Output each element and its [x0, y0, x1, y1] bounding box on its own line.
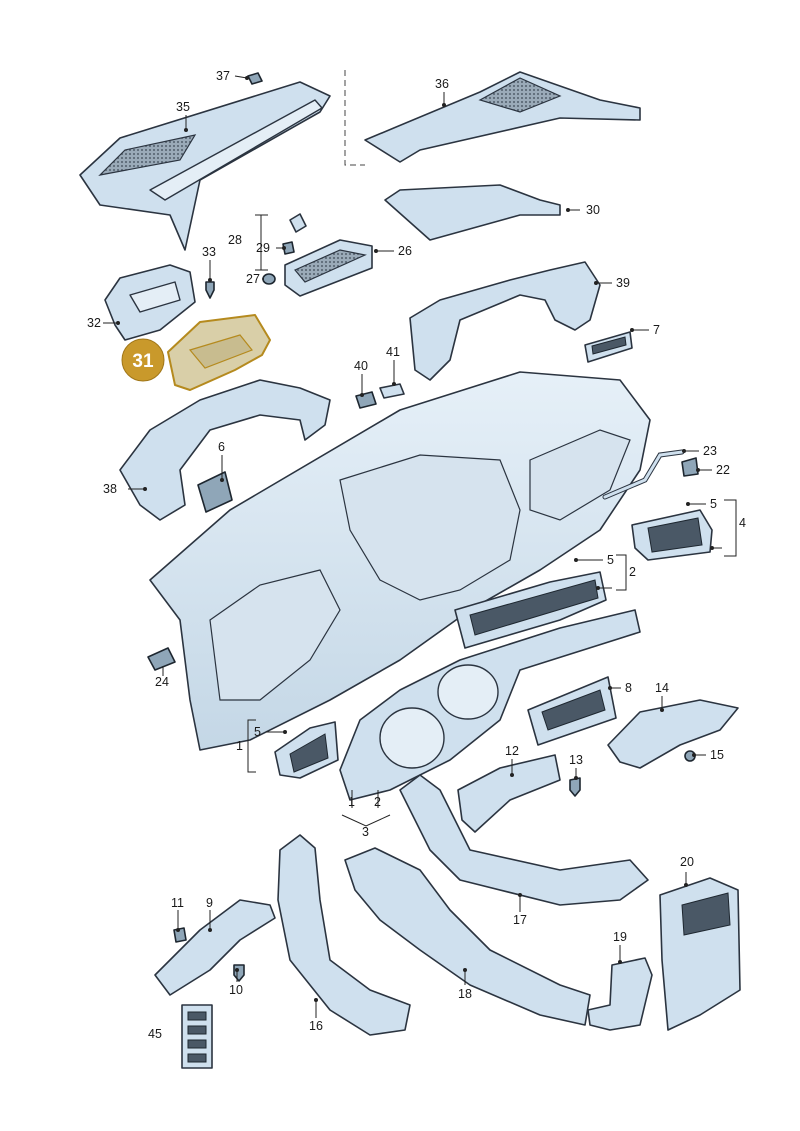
label-16: 16: [309, 1019, 323, 1033]
part-13-screw[interactable]: [569, 777, 581, 797]
part-33-screw[interactable]: [205, 281, 215, 299]
part-1-vent-left[interactable]: [274, 721, 339, 779]
part-19-rear-duct[interactable]: [587, 957, 653, 1031]
assembly-connector-line: [344, 70, 365, 166]
label-5-left: 5: [254, 725, 261, 739]
part-16-side-duct[interactable]: [277, 834, 411, 1036]
label-4: 4: [739, 516, 746, 530]
part-30-trim-panel[interactable]: [384, 184, 561, 241]
part-36-cowl-panel-right[interactable]: [364, 71, 641, 163]
label-9: 9: [206, 896, 213, 910]
label-27: 27: [246, 272, 260, 286]
label-13: 13: [569, 753, 583, 767]
label-11: 11: [171, 896, 184, 910]
part-24-bracket[interactable]: [147, 647, 176, 671]
part-3-instrument-trim[interactable]: [339, 609, 641, 801]
part-38-air-duct-left[interactable]: [119, 379, 331, 521]
part-32-storage-tray[interactable]: [104, 264, 196, 341]
part-14-support-bracket[interactable]: [607, 699, 739, 769]
label-32: 32: [87, 316, 101, 330]
label-14: 14: [655, 681, 669, 695]
part-40-clip[interactable]: [355, 391, 377, 409]
label-5-right: 5: [710, 497, 717, 511]
part-7-vent-grille[interactable]: [584, 331, 633, 363]
label-30: 30: [586, 203, 600, 217]
part-10-screw[interactable]: [233, 964, 245, 982]
part-27-grommet[interactable]: [262, 273, 276, 285]
label-23: 23: [703, 444, 717, 458]
label-37: 37: [216, 69, 230, 83]
label-38: 38: [103, 482, 117, 496]
label-10: 10: [229, 983, 243, 997]
label-1-left: 1: [236, 739, 243, 753]
part-20-rear-vent-panel[interactable]: [659, 877, 741, 1031]
part-31-tray-insert-highlighted[interactable]: [167, 314, 271, 391]
part-12-duct[interactable]: [457, 754, 561, 833]
part-26-air-vent[interactable]: [284, 239, 373, 297]
label-5-center: 5: [607, 553, 614, 567]
label-17: 17: [513, 913, 527, 927]
label-7: 7: [653, 323, 660, 337]
label-12: 12: [505, 744, 519, 758]
badge-31-highlight[interactable]: 31: [121, 338, 165, 382]
part-35-cowl-panel-left[interactable]: [79, 81, 331, 251]
label-1-bottom: 1: [348, 795, 355, 809]
label-6: 6: [218, 440, 225, 454]
label-28: 28: [228, 233, 242, 247]
label-41: 41: [386, 345, 400, 359]
label-45: 45: [148, 1027, 162, 1041]
part-23-cable[interactable]: [602, 449, 685, 500]
label-8: 8: [625, 681, 632, 695]
part-2-center-vent[interactable]: [454, 571, 607, 649]
badge-31-label: 31: [132, 351, 154, 372]
part-17-floor-duct[interactable]: [399, 774, 649, 906]
part-45-grille[interactable]: [181, 1004, 213, 1069]
part-28-bracket[interactable]: [289, 213, 307, 233]
label-18: 18: [458, 987, 472, 1001]
part-37-clip[interactable]: [247, 72, 263, 85]
leader-lines: [103, 75, 737, 1018]
label-15: 15: [710, 748, 724, 762]
part-41-clip[interactable]: [379, 383, 405, 399]
part-11-clip[interactable]: [173, 927, 187, 943]
label-24: 24: [155, 675, 169, 689]
part-22-connector[interactable]: [681, 457, 699, 477]
label-29: 29: [256, 241, 270, 255]
dashboard-body[interactable]: [149, 371, 651, 751]
label-39: 39: [616, 276, 630, 290]
label-19: 19: [613, 930, 627, 944]
part-6-side-vent[interactable]: [197, 471, 233, 513]
part-39-air-duct[interactable]: [409, 261, 601, 381]
label-35: 35: [176, 100, 190, 114]
part-labels: 37 35 36 30 28 29 26 27 33 32 39 7 40 41…: [87, 69, 746, 1041]
part-29-clip[interactable]: [282, 241, 295, 255]
label-40: 40: [354, 359, 368, 373]
label-33: 33: [202, 245, 216, 259]
part-9-rear-duct[interactable]: [154, 899, 276, 996]
label-2-bottom: 2: [374, 795, 381, 809]
label-20: 20: [680, 855, 694, 869]
part-4-vent-right[interactable]: [631, 509, 713, 561]
label-26: 26: [398, 244, 412, 258]
label-36: 36: [435, 77, 449, 91]
label-3: 3: [362, 825, 369, 839]
label-22: 22: [716, 463, 730, 477]
label-2-center: 2: [629, 565, 636, 579]
part-8-control-panel[interactable]: [527, 676, 617, 746]
